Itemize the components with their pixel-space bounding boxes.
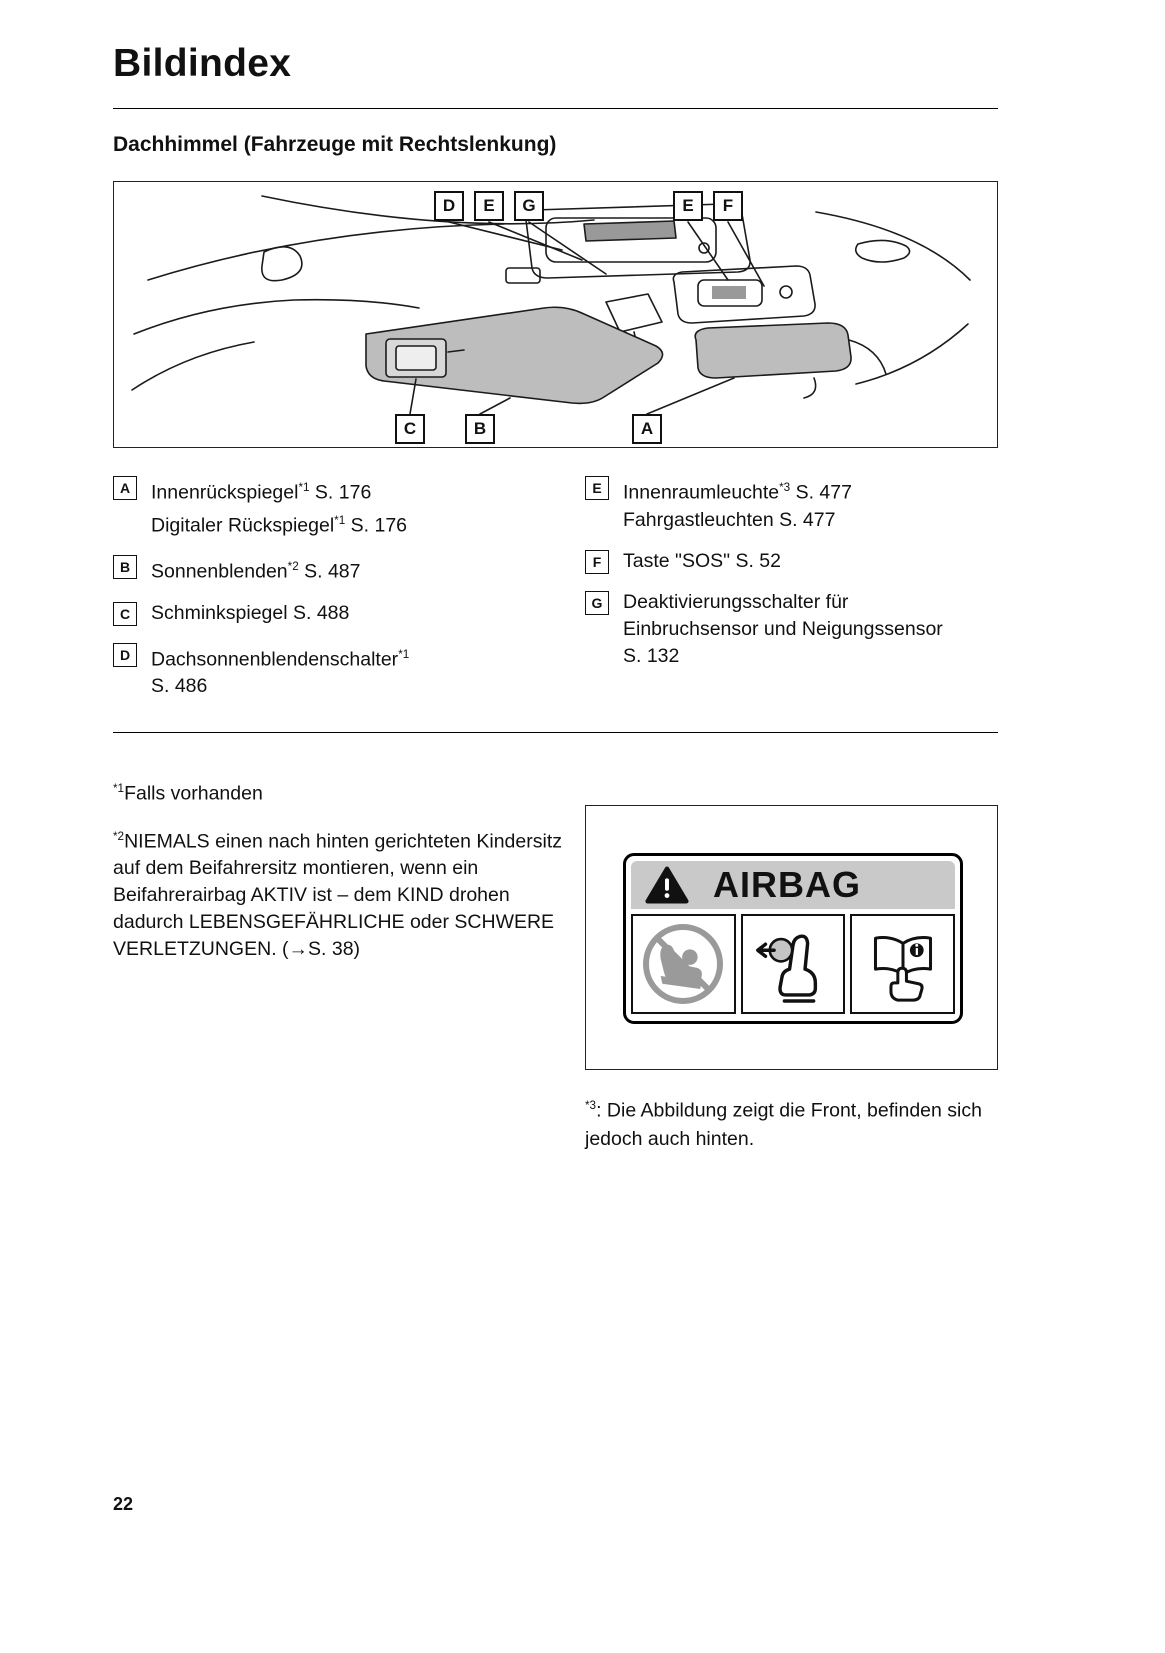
page-number: 22 <box>113 1494 134 1514</box>
footnote-marker: *2 <box>113 829 125 843</box>
legend-line: Taste "SOS" S. 52 <box>623 549 781 572</box>
legend-item-c: C Schminkspiegel S. 488 <box>113 600 585 627</box>
legend-line: S. 132 <box>623 644 680 667</box>
section-heading: Dachhimmel (Fahrzeuge mit Rechtslenkung) <box>113 133 557 156</box>
headliner-illustration <box>131 195 971 415</box>
legend-line: Sonnenblenden*2 S. 487 <box>151 560 361 583</box>
warning-triangle-icon <box>645 866 689 904</box>
legend-key-e: E <box>585 476 609 500</box>
airbag-deployment-icon <box>740 914 846 1014</box>
airbag-pictograms <box>631 914 956 1014</box>
legend-text-a: Innenrückspiegel*1 S. 176 Digitaler Rück… <box>151 474 407 539</box>
footnote-3: *3: Die Abbildung zeigt die Front, befin… <box>585 1099 982 1150</box>
footnote-1: *1Falls vorhanden <box>113 782 263 805</box>
owners-manual-icon <box>850 914 956 1014</box>
no-rear-facing-child-seat-icon <box>631 914 736 1014</box>
legend-key-d: D <box>113 642 137 667</box>
legend-item-b: B Sonnenblenden*2 S. 487 <box>113 553 585 586</box>
legend-text-e: Innenraumleuchte*3 S. 477 Fahrgastleucht… <box>623 474 852 534</box>
footnote-marker: *3 <box>585 1099 597 1112</box>
diagram-label-g: G <box>514 191 544 221</box>
footnote-marker: *1 <box>334 513 346 527</box>
legend-line: Innenraumleuchte*3 S. 477 <box>623 481 852 504</box>
legend-line: Digitaler Rückspiegel*1 S. 176 <box>151 513 408 537</box>
diagram-label-e: E <box>474 191 504 221</box>
legend-line: Innenrückspiegel*1 S. 176 <box>151 481 372 504</box>
legend: A Innenrückspiegel*1 S. 176 Digitaler Rü… <box>113 474 998 700</box>
diagram-label-e2: E <box>673 191 703 221</box>
legend-column-right: E Innenraumleuchte*3 S. 477 Fahrgastleuc… <box>585 474 998 700</box>
legend-line: Fahrgastleuchten S. 477 <box>623 508 836 531</box>
footnote-marker: *3 <box>779 481 791 494</box>
airbag-warning-figure: AIRBAG <box>585 805 998 1070</box>
legend-text-f: Taste "SOS" S. 52 <box>623 548 781 575</box>
legend-key-b: B <box>113 555 137 579</box>
legend-column-left: A Innenrückspiegel*1 S. 176 Digitaler Rü… <box>113 474 585 700</box>
headliner-figure: D E G E F C B A <box>113 181 998 448</box>
legend-key-g: G <box>585 590 609 615</box>
legend-text-c: Schminkspiegel S. 488 <box>151 600 349 627</box>
legend-line: Einbruchsensor und Neigungssensor <box>623 617 943 640</box>
legend-key-a: A <box>113 476 137 500</box>
legend-line: S. 486 <box>151 675 208 697</box>
legend-item-d: D Dachsonnenblendenschalter*1 S. 486 <box>113 641 585 701</box>
page-title: Bildindex <box>113 42 292 85</box>
legend-line: Schminkspiegel S. 488 <box>151 601 350 624</box>
airbag-column: AIRBAG <box>585 775 998 1153</box>
legend-item-f: F Taste "SOS" S. 52 <box>585 548 998 575</box>
footnote-marker: *1 <box>298 481 310 494</box>
divider-middle <box>113 732 998 733</box>
legend-line: Deaktivierungsschalter für <box>623 590 849 613</box>
footnote-marker: *1 <box>113 782 125 795</box>
legend-line: Dachsonnenblendenschalter*1 <box>151 647 410 671</box>
lower-section: *1Falls vorhanden *2NIEMALS einen nach h… <box>113 775 998 1153</box>
footnote-marker: *2 <box>287 560 299 573</box>
airbag-warning-label: AIRBAG <box>623 853 963 1024</box>
legend-text-d: Dachsonnenblendenschalter*1 S. 486 <box>151 641 409 701</box>
legend-item-g: G Deaktivierungsschalter für Einbruchsen… <box>585 589 998 670</box>
legend-item-a: A Innenrückspiegel*1 S. 176 Digitaler Rü… <box>113 474 585 539</box>
legend-key-f: F <box>585 549 609 574</box>
airbag-label-header: AIRBAG <box>631 861 955 909</box>
legend-text-b: Sonnenblenden*2 S. 487 <box>151 553 361 586</box>
footnote-marker: *1 <box>398 647 410 661</box>
footnote-2: *2NIEMALS einen nach hinten gerichteten … <box>113 829 562 961</box>
diagram-label-a: A <box>632 414 662 444</box>
legend-key-c: C <box>113 601 137 626</box>
diagram-label-d: D <box>434 191 464 221</box>
divider-top <box>113 108 998 109</box>
page-content: Bildindex Dachhimmel (Fahrzeuge mit Rech… <box>113 0 998 1153</box>
airbag-title: AIRBAG <box>713 864 861 905</box>
diagram-label-f: F <box>713 191 743 221</box>
legend-text-g: Deaktivierungsschalter für Einbruchsenso… <box>623 589 943 670</box>
footnotes-column: *1Falls vorhanden *2NIEMALS einen nach h… <box>113 775 571 1153</box>
diagram-label-c: C <box>395 414 425 444</box>
legend-item-e: E Innenraumleuchte*3 S. 477 Fahrgastleuc… <box>585 474 998 534</box>
diagram-label-b: B <box>465 414 495 444</box>
